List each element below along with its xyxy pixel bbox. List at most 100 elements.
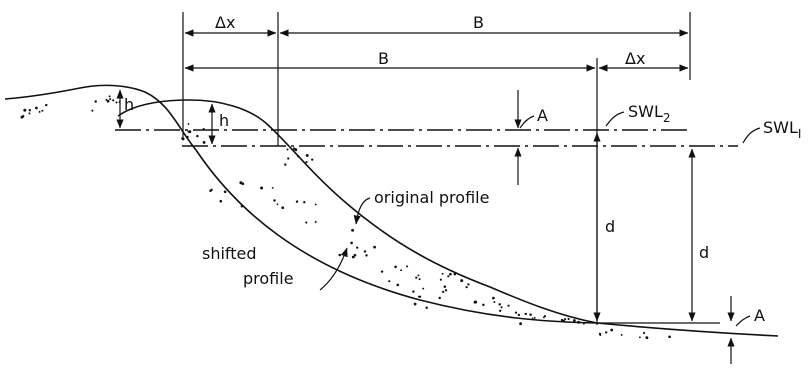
sand-dot <box>447 275 450 278</box>
sand-dot <box>20 115 24 119</box>
sand-dot <box>444 289 448 292</box>
sand-dot <box>305 161 308 164</box>
sand-dot <box>599 334 602 336</box>
sand-dot <box>406 265 409 268</box>
swl2-label: SWL2 <box>628 102 671 125</box>
sand-dot <box>533 316 536 319</box>
sand-dot <box>449 272 452 276</box>
sand-dot <box>517 313 521 317</box>
sand-dot <box>106 99 110 103</box>
a-bottom-label: A <box>754 306 765 325</box>
sand-dot <box>573 319 576 322</box>
sand-dot <box>284 163 287 166</box>
h-left-label: h <box>124 95 134 114</box>
sand-dot <box>474 300 478 304</box>
sand-dot <box>425 306 428 309</box>
sand-dot <box>592 321 595 324</box>
sand-dot <box>286 148 289 151</box>
sand-dot <box>388 280 391 283</box>
sand-dot <box>562 319 565 322</box>
sand-dot <box>373 245 376 249</box>
sand-dot <box>605 331 608 334</box>
sand-dot <box>276 203 279 206</box>
shifted-profile-curve <box>117 99 598 324</box>
a-bottom-leader <box>735 315 751 327</box>
sand-dot <box>273 199 276 202</box>
sand-dot <box>181 137 185 141</box>
original-profile-leader <box>353 197 371 225</box>
sand-dot <box>45 103 48 107</box>
sand-dot <box>543 315 547 318</box>
sand-dot <box>394 265 397 269</box>
sand-dot <box>187 123 190 125</box>
sand-dot <box>38 110 41 113</box>
sand-dot <box>442 290 445 294</box>
sand-dot <box>453 272 457 276</box>
shifted-profile-label-line1: shifted <box>202 244 257 263</box>
sand-dot <box>311 158 314 161</box>
sand-dot <box>28 112 31 115</box>
sand-dot <box>638 336 641 339</box>
sand-dot <box>415 276 418 279</box>
sand-dot <box>303 201 306 204</box>
sand-dot <box>507 304 510 307</box>
sand-dot <box>41 109 44 112</box>
sand-dot <box>422 287 425 290</box>
sand-dot <box>351 228 355 232</box>
d-right-label: d <box>699 243 709 262</box>
sand-dot <box>240 204 244 208</box>
sand-dot <box>563 318 567 321</box>
sand-dot <box>94 100 97 103</box>
swl2-leader <box>605 111 625 127</box>
sand-dot <box>441 272 444 275</box>
sand-dot <box>241 182 245 186</box>
sand-dot <box>519 322 522 326</box>
b-top-label: B <box>473 13 484 32</box>
sand-dot <box>108 95 111 98</box>
sand-dot <box>271 186 274 189</box>
sand-stipple <box>20 95 671 340</box>
sand-dot <box>196 134 199 138</box>
sand-dot <box>498 303 501 306</box>
a-top-leader <box>519 115 535 129</box>
sand-dot <box>467 283 470 286</box>
sand-dot <box>295 200 299 203</box>
sand-dot <box>118 100 121 104</box>
sand-dot <box>443 285 447 288</box>
sand-dot <box>202 127 205 131</box>
sand-dot <box>305 221 308 224</box>
sand-dot <box>460 279 464 283</box>
sand-dot <box>356 246 359 249</box>
sand-dot <box>500 306 503 309</box>
swl1-leader <box>742 127 761 144</box>
sand-dot <box>412 290 415 293</box>
sand-dot <box>531 317 534 320</box>
sand-dot <box>610 328 614 332</box>
sand-dot <box>35 106 38 110</box>
sand-dot <box>413 302 417 306</box>
sand-dot <box>287 157 290 160</box>
sand-dot <box>260 186 264 190</box>
sand-dot <box>380 270 384 273</box>
b-mid-label: B <box>378 49 389 68</box>
sand-dot <box>187 130 190 133</box>
sand-dot <box>23 108 27 112</box>
sand-dot <box>439 278 442 281</box>
sand-dot <box>493 301 496 304</box>
original-profile-label: original profile <box>374 188 489 207</box>
sand-dot <box>514 311 518 314</box>
dx-left-label: Δx <box>215 13 235 32</box>
sand-dot <box>314 203 317 206</box>
shifted-profile-leader <box>319 247 348 291</box>
sand-dot <box>396 283 400 287</box>
sand-dot <box>668 335 671 339</box>
sand-dot <box>492 296 495 300</box>
sand-dot <box>567 317 570 321</box>
sand-dot <box>499 309 502 312</box>
sand-dot <box>353 253 357 257</box>
sand-dot <box>524 312 527 316</box>
sand-dot <box>418 278 421 281</box>
sand-dot <box>417 274 420 277</box>
sand-dot <box>365 254 368 257</box>
sand-dot <box>202 140 206 144</box>
